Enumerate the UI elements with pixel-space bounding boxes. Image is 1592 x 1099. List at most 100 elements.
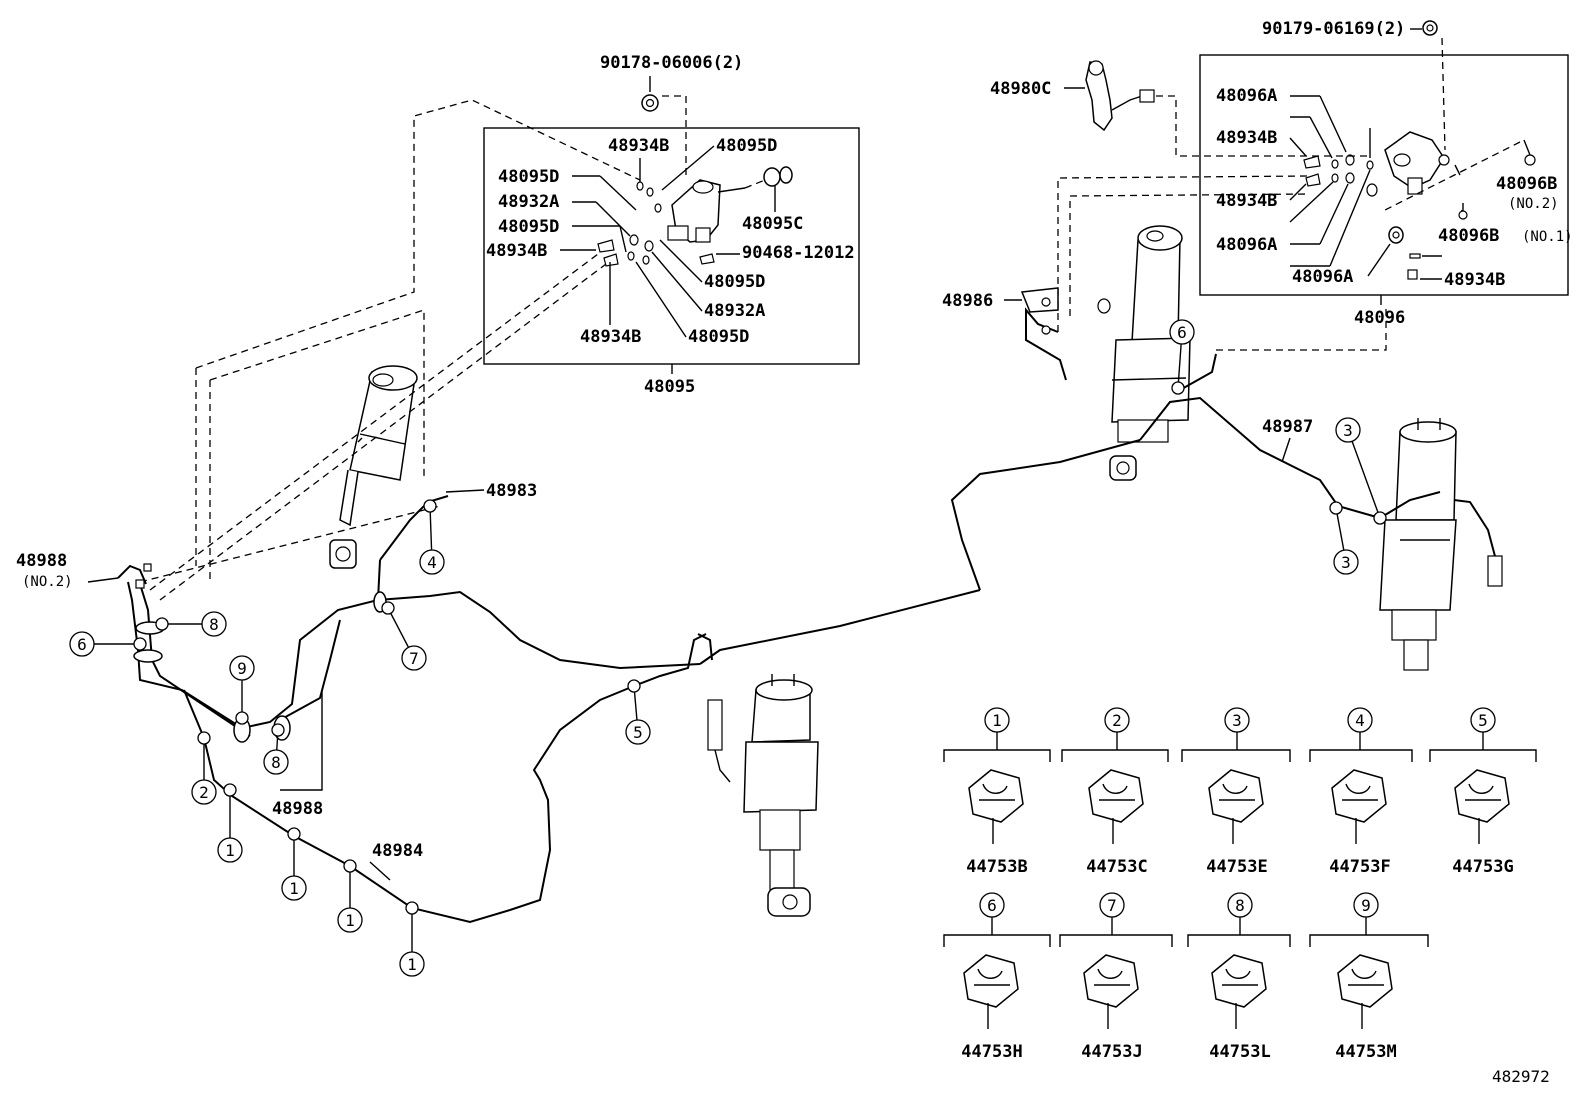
callout-clamp-1: 1: [337, 859, 363, 933]
shock-rear-right-icon: [1109, 225, 1191, 481]
callout-number: 3: [1341, 553, 1351, 572]
bracket-48988-icon: 48988 (NO.2): [16, 551, 387, 743]
label-no2-left: (NO.2): [22, 574, 73, 590]
label-48934B-3: 48934B: [580, 327, 641, 347]
bolt-48096B-no2: 48096B (NO.2): [1384, 139, 1559, 212]
label-no1: (NO.1): [1522, 229, 1573, 245]
label-48095D-4: 48095D: [704, 272, 765, 292]
label-48932A-1: 48932A: [498, 192, 559, 212]
label-48984: 48984: [372, 841, 423, 861]
label-48096A: 48096A: [1292, 267, 1353, 287]
callout-clamp-2: 2: [191, 731, 217, 805]
clamp-icon: [1454, 769, 1510, 844]
bolt-right-icon: [1422, 20, 1438, 36]
grommet-48095C-icon: [763, 166, 793, 187]
callout-number: 1: [289, 879, 299, 898]
legend-number: 1: [992, 711, 1002, 730]
callout-number: 1: [407, 955, 417, 974]
legend-part-number: 44753G: [1452, 857, 1513, 877]
legend-number: 6: [987, 896, 997, 915]
legend-number: 2: [1112, 711, 1122, 730]
callout-number: 3: [1343, 421, 1353, 440]
callout-clamp-6: 6: [69, 631, 147, 657]
bolt-48096B-no1-icon: [1458, 203, 1468, 220]
label-48934B-2: 48934B: [486, 241, 547, 261]
callout-number: 5: [633, 723, 643, 742]
callout-number: 6: [77, 635, 87, 654]
clamp-icon: [963, 954, 1019, 1029]
label-48095D-5: 48095D: [688, 327, 749, 347]
legend-number: 5: [1478, 711, 1488, 730]
legend-clamp-3: 3 44753E: [1181, 707, 1291, 877]
callout-clamp-7: 7: [381, 601, 427, 671]
label-48095D-3: 48095D: [498, 217, 559, 237]
clamp-icon: [1211, 954, 1267, 1029]
legend-number: 9: [1361, 896, 1371, 915]
label-48095: 48095: [644, 377, 695, 397]
diagram-number: 482972: [1492, 1067, 1550, 1086]
shock-rear-left-icon: [329, 365, 418, 569]
valve-right-icon: [1384, 131, 1461, 195]
label-90468-12012: 90468-12012: [742, 243, 855, 263]
height-sensor-48980C: 48980C: [990, 60, 1370, 157]
label-48986: 48986: [942, 291, 993, 311]
callout-number: 8: [271, 753, 281, 772]
label-48932A-r2: 48096A: [1216, 235, 1277, 255]
callout-clamp-3: 3: [1335, 417, 1387, 525]
callout-clamp-6: 6: [1169, 319, 1195, 395]
legend-clamp-5: 5 44753G: [1429, 707, 1537, 877]
grommet-48096A-icon: [1388, 226, 1404, 244]
clamp-icon: [1337, 954, 1393, 1029]
callout-number: 6: [1177, 323, 1187, 342]
clamp-icon: [968, 769, 1024, 844]
callout-clamp-1: 1: [399, 901, 425, 977]
label-48932A-r1: 48096A: [1216, 86, 1277, 106]
callout-clamp-5: 5: [625, 679, 651, 745]
label-48934B-r3: 48934B: [1444, 270, 1505, 290]
label-48980C: 48980C: [990, 79, 1051, 99]
label-48095C: 48095C: [742, 214, 803, 234]
legend-part-number: 44753L: [1209, 1042, 1270, 1062]
shock-front-right-icon: [1379, 418, 1503, 671]
label-48987: 48987: [1262, 417, 1313, 437]
legend-part-number: 44753E: [1206, 857, 1267, 877]
legend-part-number: 44753C: [1086, 857, 1147, 877]
label-48096B-no2: 48096B: [1496, 174, 1557, 194]
label-48096B-no1: 48096B: [1438, 226, 1499, 246]
callout-number: 8: [209, 615, 219, 634]
callout-number: 4: [427, 553, 437, 572]
label-48096: 48096: [1354, 308, 1405, 328]
bolt-nut-icon: [641, 94, 659, 112]
valve-box-48096: 48096 90179-06169(2): [1199, 19, 1573, 328]
valve-box-48095: 48095 90178-06006(2) 48095C: [483, 53, 860, 397]
callout-clamp-4: 4: [419, 499, 445, 575]
label-48934B-r2: 48934B: [1216, 191, 1277, 211]
callout-number: 9: [237, 659, 247, 678]
legend-number: 4: [1355, 711, 1365, 730]
label-48988-no2: 48988: [16, 551, 67, 571]
label-48988: 48988: [272, 799, 323, 819]
clamp-icon: [1208, 769, 1264, 844]
label-no2-right: (NO.2): [1508, 196, 1559, 212]
callout-clamp-3: 3: [1329, 501, 1359, 575]
legend-clamp-2: 2 44753C: [1061, 707, 1169, 877]
legend-part-number: 44753H: [961, 1042, 1022, 1062]
legend-number: 3: [1232, 711, 1242, 730]
callout-clamp-1: 1: [217, 783, 243, 863]
legend-part-number: 44753M: [1335, 1042, 1396, 1062]
callout-number: 7: [409, 649, 419, 668]
callout-number: 1: [345, 911, 355, 930]
label-48932A-2: 48932A: [704, 301, 765, 321]
bracket-48986-icon: 48986: [942, 287, 1111, 335]
clamp-icon: [1088, 769, 1144, 844]
callout-number: 2: [199, 783, 209, 802]
label-48934B-1: 48934B: [608, 136, 669, 156]
shock-front-left-icon: [707, 674, 819, 917]
valve-left-icon: [667, 179, 746, 243]
legend-part-number: 44753J: [1081, 1042, 1142, 1062]
